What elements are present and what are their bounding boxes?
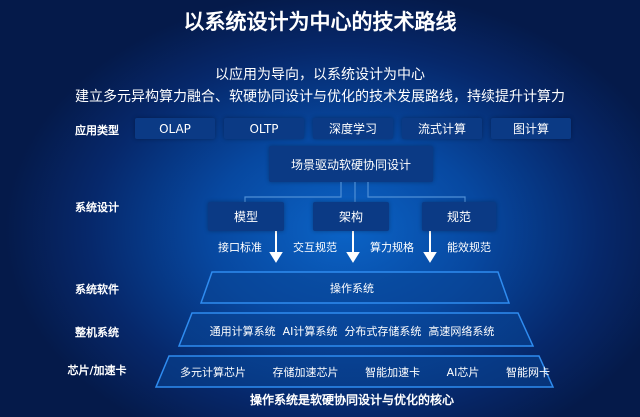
chip-item: 多元计算芯片 <box>180 366 246 379</box>
app-box-oltp: OLTP <box>224 118 304 139</box>
output-interaction-spec: 交互规范 <box>293 241 337 254</box>
layer-machine-systems: 通用计算系统 AI计算系统 分布式存储系统 高速网络系统 <box>209 325 495 338</box>
output-interface-standard: 接口标准 <box>218 241 262 254</box>
output-efficiency-spec: 能效规范 <box>447 241 491 254</box>
chip-item: 智能网卡 <box>505 366 550 379</box>
app-box-olap: OLAP <box>135 118 215 139</box>
arrow-icons <box>269 231 437 263</box>
app-box-stream: 流式计算 <box>402 118 482 139</box>
layer-chips: 多元计算芯片 存储加速芯片 智能加速卡 AI芯片 智能网卡 <box>180 364 550 380</box>
layer-operating-system: 操作系统 <box>330 282 374 295</box>
scenario-box: 场景驱动软硬协同设计 <box>269 146 433 182</box>
app-box-graph: 图计算 <box>491 118 571 139</box>
footer-caption: 操作系统是软硬协同设计与优化的核心 <box>249 393 454 407</box>
output-compute-spec: 算力规格 <box>370 241 414 254</box>
label-chip-card: 芯片/加速卡 <box>67 364 127 377</box>
connector-lines <box>244 182 466 202</box>
design-box-spec: 规范 <box>422 202 496 231</box>
page-title: 以系统设计为中心的技术路线 <box>183 10 457 34</box>
chip-item: 智能加速卡 <box>365 366 421 379</box>
app-box-deep-learning: 深度学习 <box>313 118 393 139</box>
label-machine-system: 整机系统 <box>75 326 119 339</box>
label-system-software: 系统软件 <box>75 283 119 296</box>
subtitle-line-2: 建立多元异构算力融合、软硬协同设计与优化的技术发展路线，持续提升计算力 <box>75 89 565 105</box>
label-app-type: 应用类型 <box>75 124 119 137</box>
chip-item: 存储加速芯片 <box>272 366 339 379</box>
label-system-design: 系统设计 <box>75 201 119 214</box>
pyramid-layers <box>154 271 555 388</box>
design-box-architecture: 架构 <box>313 202 389 231</box>
chip-item: AI芯片 <box>446 366 480 379</box>
subtitle-line-1: 以应用为导向，以系统设计为中心 <box>215 67 425 83</box>
design-box-model: 模型 <box>208 202 284 231</box>
